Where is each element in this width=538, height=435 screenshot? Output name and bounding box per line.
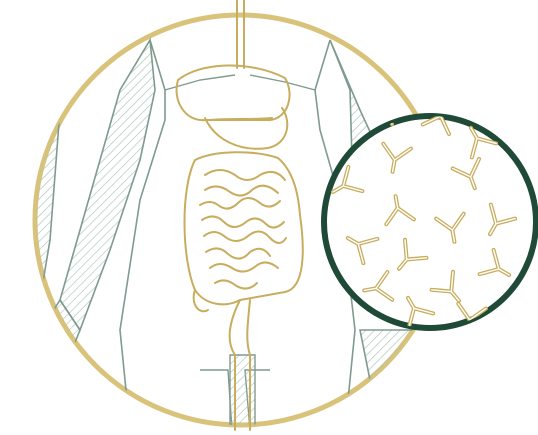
right-lower-hatch <box>360 330 470 430</box>
pelvis-hatch <box>230 355 255 430</box>
left-lower-hatch <box>10 300 80 430</box>
